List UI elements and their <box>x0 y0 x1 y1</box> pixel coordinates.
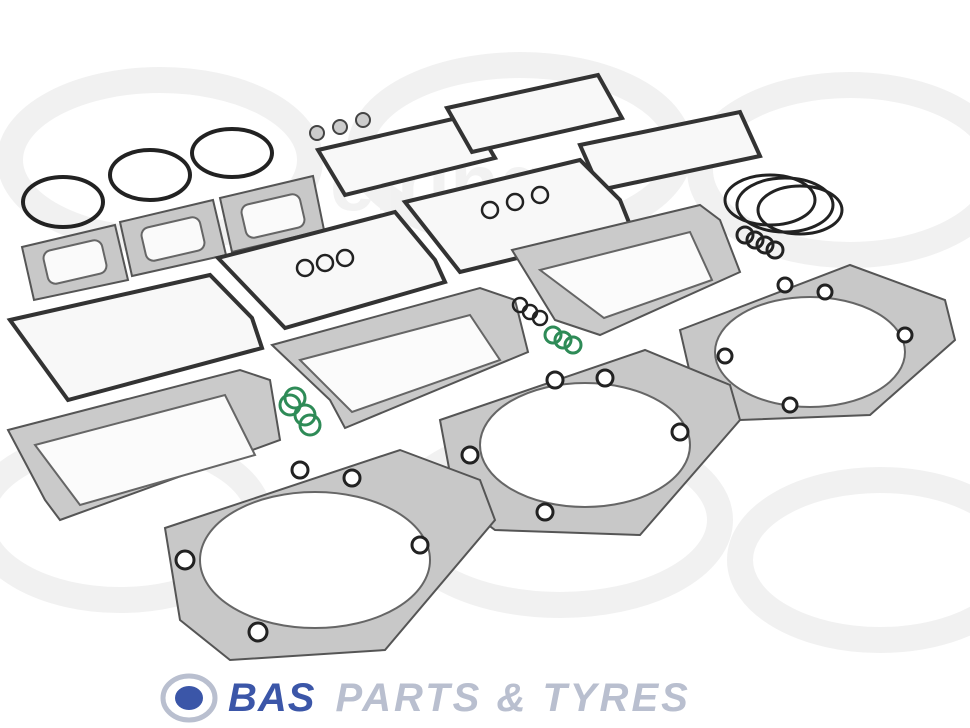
o-ring-1 <box>21 175 105 229</box>
bore-openings <box>199 296 906 629</box>
o-ring-group-right <box>723 173 844 260</box>
small-seals <box>309 112 371 141</box>
o-ring-2 <box>108 148 192 202</box>
brand-primary: BAS <box>228 675 316 720</box>
brand-name: BAS PARTS & TYRES <box>228 676 691 721</box>
brand-footer: BAS PARTS & TYRES <box>160 668 840 728</box>
rocker-cover-gaskets <box>6 157 635 403</box>
rocker-o-rings <box>295 185 550 278</box>
bas-logo-icon <box>160 673 218 723</box>
o-ring-group-green <box>278 325 583 437</box>
o-ring-group-large <box>21 127 274 229</box>
brand-secondary: PARTS & TYRES <box>335 675 691 720</box>
o-ring-3 <box>190 127 274 179</box>
head-bolt-seals <box>174 276 914 643</box>
